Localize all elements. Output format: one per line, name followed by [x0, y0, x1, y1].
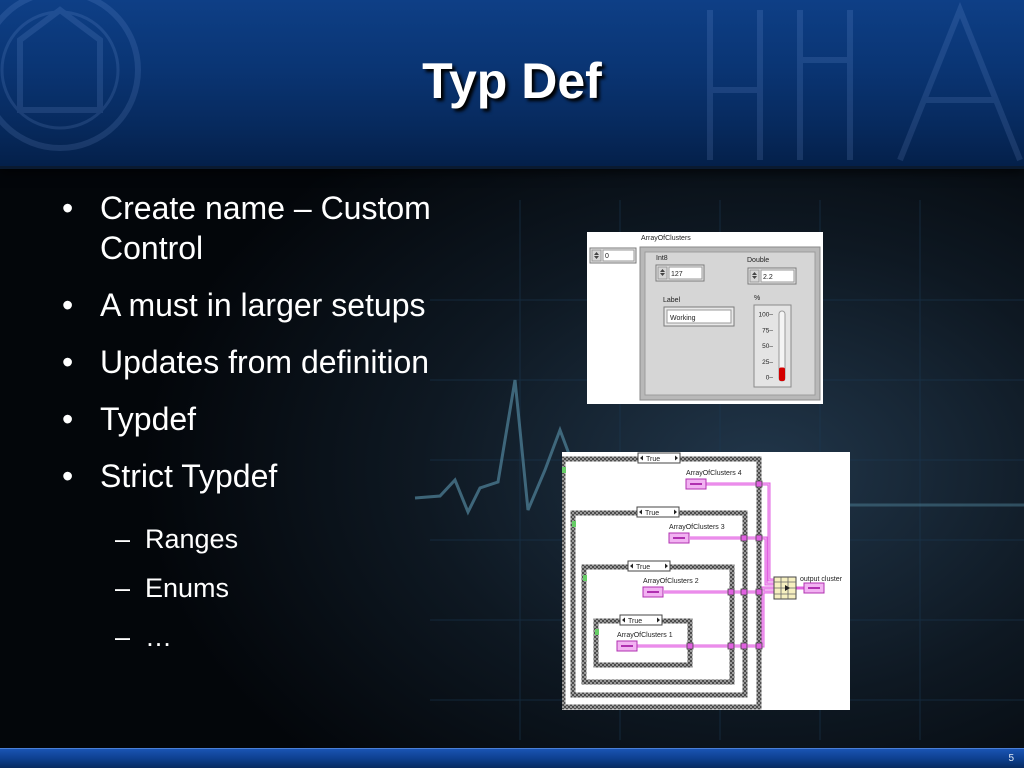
- bullet-item: •Create name – Custom Control: [62, 190, 431, 266]
- build-array-node[interactable]: [773, 576, 797, 600]
- output-cluster-indicator[interactable]: [803, 582, 825, 594]
- case-terminal: [562, 467, 566, 473]
- bullet-text: Updates from definition: [100, 344, 430, 380]
- slide-title: Typ Def: [422, 53, 602, 109]
- block-diagram-screenshot: True True True True: [560, 452, 850, 710]
- sub-bullet-item: –Ranges: [115, 524, 239, 554]
- case-selector-1[interactable]: True: [619, 614, 663, 626]
- case-selector-label: True: [645, 510, 659, 517]
- int8-arrows-icon[interactable]: [660, 269, 665, 276]
- thermometer-scale: 100– 75– 50– 25– 0–: [759, 312, 774, 382]
- constant-label-2: ArrayOfClusters 2: [643, 578, 699, 585]
- output-cluster-label: output cluster: [800, 576, 843, 583]
- bullet-item: •Typdef: [62, 401, 197, 437]
- case-structure-3[interactable]: [570, 510, 748, 698]
- int8-value[interactable]: 127: [671, 271, 683, 278]
- array-index-value[interactable]: 0: [605, 253, 609, 260]
- array-constant-4[interactable]: [685, 478, 707, 490]
- sub-bullet-item: –…: [115, 622, 172, 652]
- string-value[interactable]: Working: [670, 315, 696, 322]
- case-selector-3[interactable]: True: [636, 506, 680, 518]
- sub-bullet-text: Ranges: [145, 524, 239, 554]
- sub-bullet-item: –Enums: [115, 573, 230, 603]
- case-terminal: [583, 575, 587, 581]
- thermometer-fill: [779, 367, 785, 381]
- case-selector-label: True: [646, 456, 660, 463]
- bullet-item: •Strict Typdef: [62, 458, 278, 494]
- case-selector-label: True: [628, 618, 642, 625]
- scale-tick-label: 50–: [762, 343, 773, 350]
- string-label: Label: [663, 297, 681, 304]
- case-selector-4[interactable]: True: [637, 452, 681, 464]
- bullet-text: Strict Typdef: [100, 458, 278, 494]
- int8-label: Int8: [656, 255, 668, 262]
- tunnels: [686, 480, 763, 650]
- bullet-item: •A must in larger setups: [62, 287, 426, 323]
- index-increment-icon[interactable]: [591, 249, 602, 262]
- bullet-text: Typdef: [100, 401, 197, 437]
- array-constant-3[interactable]: [668, 532, 690, 544]
- page-number: 5: [1008, 753, 1014, 764]
- header-watermark-icon: [0, 0, 1023, 162]
- bullet-text: A must in larger setups: [100, 287, 426, 323]
- front-panel-screenshot: ArrayOfClusters 0 Int8 127 Double 2.2: [587, 232, 823, 404]
- constant-label-1: ArrayOfClusters 1: [617, 632, 673, 639]
- bullet-list: •Create name – Custom Control •A must in…: [58, 188, 518, 513]
- case-terminal: [572, 521, 576, 527]
- double-arrows-icon[interactable]: [752, 272, 757, 279]
- array-constant-2[interactable]: [642, 586, 664, 598]
- case-selector-label: True: [636, 564, 650, 571]
- array-constant-1[interactable]: [616, 640, 638, 652]
- case-selector-2[interactable]: True: [627, 560, 671, 572]
- sub-bullet-text: Enums: [145, 573, 230, 603]
- scale-tick-label: 100–: [759, 312, 774, 319]
- bullet-item: •Updates from definition: [62, 344, 430, 380]
- bullet-text: Create name – Custom Control: [100, 190, 431, 266]
- case-structure-1[interactable]: [593, 618, 693, 668]
- scale-tick-label: 0–: [766, 375, 774, 382]
- scale-tick-label: 25–: [762, 359, 773, 366]
- sub-bullet-list: –Ranges –Enums –…: [115, 522, 238, 669]
- double-label: Double: [747, 257, 769, 264]
- index-arrows-icon: [594, 252, 599, 259]
- array-label: ArrayOfClusters: [641, 235, 691, 242]
- constant-label-4: ArrayOfClusters 4: [686, 470, 742, 477]
- scale-tick-label: 75–: [762, 327, 773, 334]
- footer-bar: [0, 748, 1024, 768]
- case-terminal: [595, 629, 599, 635]
- title-banner: Typ Def: [0, 0, 1024, 169]
- constant-label-3: ArrayOfClusters 3: [669, 524, 725, 531]
- sub-bullet-text: …: [145, 622, 172, 652]
- double-value[interactable]: 2.2: [763, 274, 773, 281]
- percent-label: %: [754, 295, 760, 302]
